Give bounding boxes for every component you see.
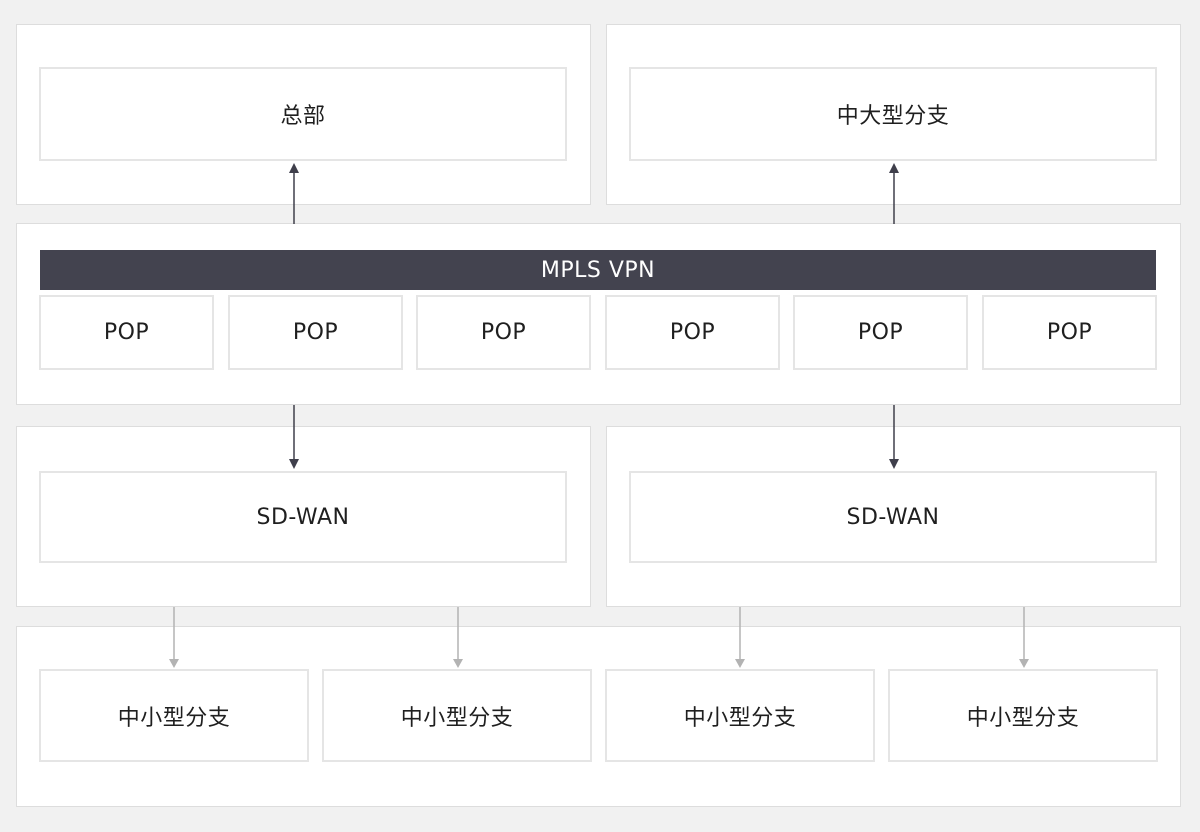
headquarters-node: 总部 (39, 67, 567, 161)
small-branch-node-2: 中小型分支 (322, 669, 592, 762)
pop-node-6: POP (982, 295, 1157, 370)
pop-node-2: POP (228, 295, 403, 370)
small-branch-node-1: 中小型分支 (39, 669, 309, 762)
sdwan-node-left: SD-WAN (39, 471, 567, 563)
pop-node-3: POP (416, 295, 591, 370)
sdwan-node-right: SD-WAN (629, 471, 1157, 563)
small-branch-node-4: 中小型分支 (888, 669, 1158, 762)
pop-node-1: POP (39, 295, 214, 370)
small-branch-node-3: 中小型分支 (605, 669, 875, 762)
mpls-vpn-bar: MPLS VPN (40, 250, 1156, 290)
pop-node-5: POP (793, 295, 968, 370)
large-branch-node: 中大型分支 (629, 67, 1157, 161)
pop-node-4: POP (605, 295, 780, 370)
